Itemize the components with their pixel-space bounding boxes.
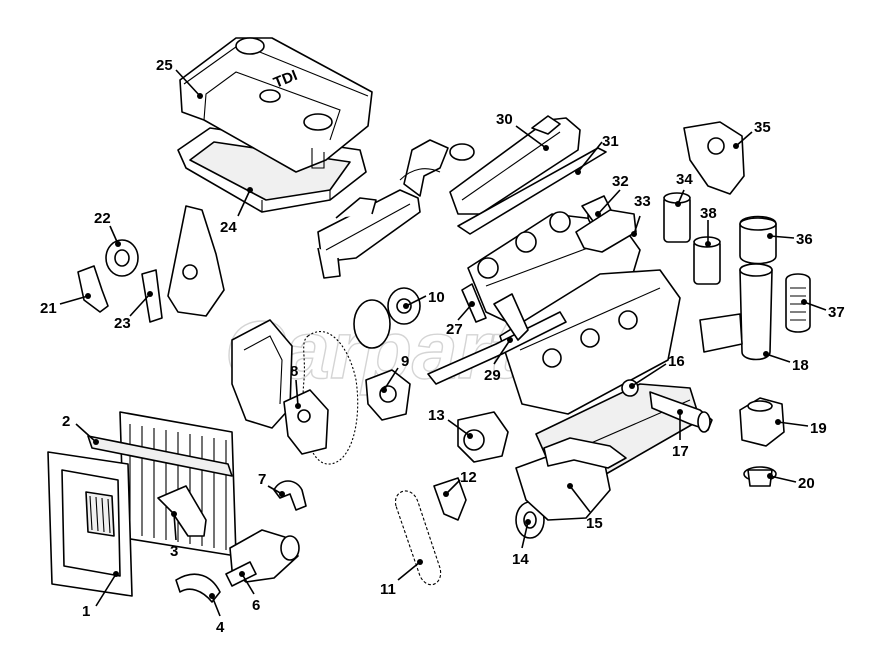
callout-9: 9: [381, 353, 409, 393]
mount-part-19: [739, 397, 785, 447]
oil-pump-part-15: [515, 437, 627, 521]
callout-4: 4: [209, 593, 225, 636]
engine-cover-part: TDI: [179, 37, 373, 173]
callout-label: 35: [754, 119, 771, 136]
callout-11: 11: [380, 559, 423, 598]
bracket-part-12: [433, 477, 467, 521]
callout-label: 19: [810, 420, 827, 437]
callout-34: 34: [675, 171, 693, 207]
pump-part-13: [457, 411, 509, 463]
water-pump-housing-part: [225, 529, 300, 587]
callout-1: 1: [82, 571, 119, 620]
callout-label: 34: [676, 171, 693, 188]
callout-label: 23: [114, 315, 131, 332]
callout-22: 22: [94, 210, 121, 247]
callout-2: 2: [62, 413, 99, 445]
callout-3: 3: [170, 511, 178, 560]
callout-label: 4: [216, 619, 225, 636]
callout-30: 30: [496, 111, 549, 151]
callout-7: 7: [258, 471, 285, 497]
callout-label: 24: [220, 219, 237, 236]
filter-cap-part-36: [739, 215, 777, 265]
callout-label: 32: [612, 173, 629, 190]
filter-part-34: [663, 192, 691, 243]
callout-label: 18: [792, 357, 809, 374]
callout-18: 18: [763, 351, 809, 374]
callout-19: 19: [775, 419, 827, 437]
hose-part-4: [175, 573, 221, 603]
callout-label: 37: [828, 304, 845, 321]
callout-15: 15: [567, 483, 603, 532]
callout-label: 14: [512, 551, 529, 568]
callout-label: 25: [156, 57, 173, 74]
callout-10: 10: [403, 289, 445, 309]
callout-label: 9: [401, 353, 409, 370]
callout-label: 10: [428, 289, 445, 306]
hose-part-7: [273, 480, 307, 511]
callout-8: 8: [290, 363, 301, 409]
callout-label: 36: [796, 231, 813, 248]
timing-belt-part: [302, 331, 359, 465]
callout-25: 25: [156, 57, 203, 99]
callout-label: 7: [258, 471, 266, 488]
callout-21: 21: [40, 293, 91, 317]
valve-cover-gasket-part: [457, 147, 607, 235]
callout-35: 35: [733, 119, 771, 149]
callout-13: 13: [428, 407, 473, 439]
callout-29: 29: [484, 337, 513, 384]
bracket-part-21: [77, 265, 109, 313]
tensioner-bracket-part-8: [283, 389, 329, 455]
callout-20: 20: [767, 473, 815, 492]
callout-14: 14: [512, 519, 531, 568]
filter-element-part-37: [785, 273, 811, 333]
callout-24: 24: [220, 187, 253, 236]
callout-label: 30: [496, 111, 513, 128]
callout-label: 12: [460, 469, 477, 486]
callout-37: 37: [801, 299, 845, 321]
bushing-part-22: [105, 239, 139, 277]
callout-23: 23: [114, 291, 153, 332]
bracket-part-35: [683, 121, 745, 195]
callout-label: 3: [170, 543, 178, 560]
callout-6: 6: [239, 571, 260, 614]
callout-label: 31: [602, 133, 619, 150]
callout-label: 27: [446, 321, 463, 338]
intake-manifold-part: [317, 139, 475, 279]
callout-label: 2: [62, 413, 70, 430]
callout-label: 8: [290, 363, 298, 380]
callout-label: 20: [798, 475, 815, 492]
callout-label: 21: [40, 300, 57, 317]
callout-label: 17: [672, 443, 689, 460]
callout-label: 29: [484, 367, 501, 384]
callout-33: 33: [631, 193, 651, 237]
callout-16: 16: [629, 353, 685, 389]
timing-chain-part-11: [395, 490, 442, 586]
callout-label: 1: [82, 603, 90, 620]
callout-27: 27: [446, 301, 475, 338]
callout-label: 13: [428, 407, 445, 424]
radiator-part: [87, 411, 237, 557]
timing-belt-cover-part: [231, 319, 293, 429]
callout-label: 33: [634, 193, 651, 210]
callout-label: 38: [700, 205, 717, 222]
callout-38: 38: [700, 205, 717, 247]
callout-36: 36: [767, 231, 813, 248]
engine-mount-bracket-part: [167, 205, 225, 317]
callout-label: 15: [586, 515, 603, 532]
callout-32: 32: [595, 173, 629, 217]
filter-housing-part-18: [699, 263, 773, 361]
pipe-part-29: [427, 293, 567, 385]
callout-17: 17: [672, 409, 689, 460]
valve-cover-part: [449, 115, 581, 215]
callout-label: 16: [668, 353, 685, 370]
callout-label: 6: [252, 597, 260, 614]
fan-shroud-part: [47, 451, 133, 597]
callout-12: 12: [443, 469, 477, 497]
callout-label: 22: [94, 210, 111, 227]
callout-label: 11: [380, 581, 396, 598]
callout-31: 31: [575, 133, 619, 175]
